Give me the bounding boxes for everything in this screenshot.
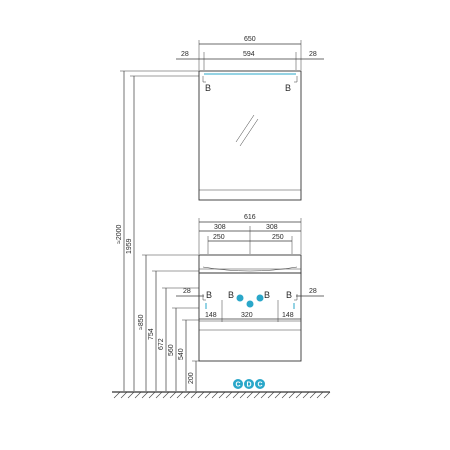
floor-hatch-stroke	[260, 391, 268, 399]
vanity-inner-right: 250	[272, 234, 284, 241]
floor-hatch-stroke	[183, 391, 191, 399]
floor-hatch-stroke	[190, 391, 198, 399]
connection-right-marker	[255, 379, 265, 389]
floor-hatch-stroke	[246, 391, 254, 399]
height-mirror-top: 1959	[126, 238, 133, 254]
mirror-offset-left: 28	[181, 51, 189, 58]
cabinet-body	[198, 272, 302, 362]
bracket-icon	[202, 76, 206, 83]
floor-hatching	[113, 391, 331, 399]
floor-hatch-stroke	[309, 391, 317, 399]
mirror-reflection-mark	[235, 114, 255, 143]
vanity-unit: B B B B	[198, 254, 302, 362]
connection-right-label: C	[258, 382, 263, 389]
floor-line	[112, 391, 331, 399]
water-inlet-marker	[256, 294, 264, 302]
vanity-bracket-label-1: B	[206, 290, 212, 300]
bracket-icon	[294, 294, 298, 301]
floor-hatch-stroke	[225, 391, 233, 399]
floor-hatch-stroke	[218, 391, 226, 399]
connection-center-marker	[244, 379, 254, 389]
vanity-bracket-spacing: 320	[241, 312, 253, 319]
basin-bowl-curve	[202, 266, 298, 272]
connection-left-marker	[233, 379, 243, 389]
water-inlet-marker	[236, 294, 244, 302]
floor-hatch-stroke	[141, 391, 149, 399]
floor-hatch-stroke	[288, 391, 296, 399]
floor-hatch-stroke	[169, 391, 177, 399]
floor-hatch-stroke	[302, 391, 310, 399]
mirror-bracket-left-label: B	[205, 83, 211, 93]
height-overall: ≈2000	[116, 224, 123, 244]
vanity-half-left: 308	[214, 224, 226, 231]
floor-hatch-stroke	[281, 391, 289, 399]
mirror-cabinet: B B	[198, 70, 302, 201]
basin-top	[198, 254, 302, 274]
floor-hatch-stroke	[274, 391, 282, 399]
floor-hatch-stroke	[267, 391, 275, 399]
floor-hatch-stroke	[239, 391, 247, 399]
floor-hatch-stroke	[211, 391, 219, 399]
vanity-bracket-dimensions: 28 28 148 320 148	[176, 288, 324, 322]
height-560: 560	[168, 344, 175, 356]
height-540: 540	[178, 348, 185, 360]
floor-hatch-stroke	[232, 391, 240, 399]
height-672: 672	[158, 338, 165, 350]
floor-hatch-stroke	[204, 391, 212, 399]
height-754: 754	[148, 328, 155, 340]
floor-hatch-stroke	[323, 391, 331, 399]
mirror-bracket-right-label: B	[285, 83, 291, 93]
drain-marker	[246, 300, 254, 308]
mirror-frame	[198, 70, 302, 201]
floor-hatch-stroke	[120, 391, 128, 399]
floor-hatch-stroke	[148, 391, 156, 399]
vanity-inner-left: 250	[213, 234, 225, 241]
connection-markers: C D C	[233, 379, 265, 389]
bracket-icon	[294, 76, 298, 83]
height-basin-top: ≈850	[138, 314, 145, 330]
floor-hatch-stroke	[253, 391, 261, 399]
floor-hatch-stroke	[176, 391, 184, 399]
floor-hatch-stroke	[155, 391, 163, 399]
connection-left-label: C	[236, 382, 241, 389]
height-dimensions: ≈2000 1959 ≈850 754 672 560 540 200	[116, 70, 199, 391]
vanity-side-right: 148	[282, 312, 294, 319]
mirror-inner-width: 594	[243, 51, 255, 58]
floor-hatch-stroke	[134, 391, 142, 399]
mirror-total-width: 650	[244, 36, 256, 43]
vanity-half-right: 308	[266, 224, 278, 231]
height-200: 200	[188, 372, 195, 384]
mirror-reflection-mark	[239, 118, 259, 147]
vanity-offset-left: 28	[183, 288, 191, 295]
connection-center-label: D	[247, 382, 252, 389]
floor-hatch-stroke	[197, 391, 205, 399]
vanity-bracket-label-4: B	[286, 290, 292, 300]
mirror-width-dimensions: 650 594 28 28	[176, 36, 324, 70]
vanity-total-width: 616	[244, 214, 256, 221]
floor-hatch-stroke	[127, 391, 135, 399]
floor-hatch-stroke	[162, 391, 170, 399]
mirror-offset-right: 28	[309, 51, 317, 58]
floor-hatch-stroke	[113, 391, 121, 399]
vanity-offset-right: 28	[309, 288, 317, 295]
vanity-width-dimensions: 616 308 308 250 250	[198, 214, 302, 254]
floor-hatch-stroke	[295, 391, 303, 399]
vanity-bracket-label-3: B	[264, 290, 270, 300]
floor-hatch-stroke	[316, 391, 324, 399]
vanity-side-left: 148	[205, 312, 217, 319]
vanity-bracket-label-2: B	[228, 290, 234, 300]
